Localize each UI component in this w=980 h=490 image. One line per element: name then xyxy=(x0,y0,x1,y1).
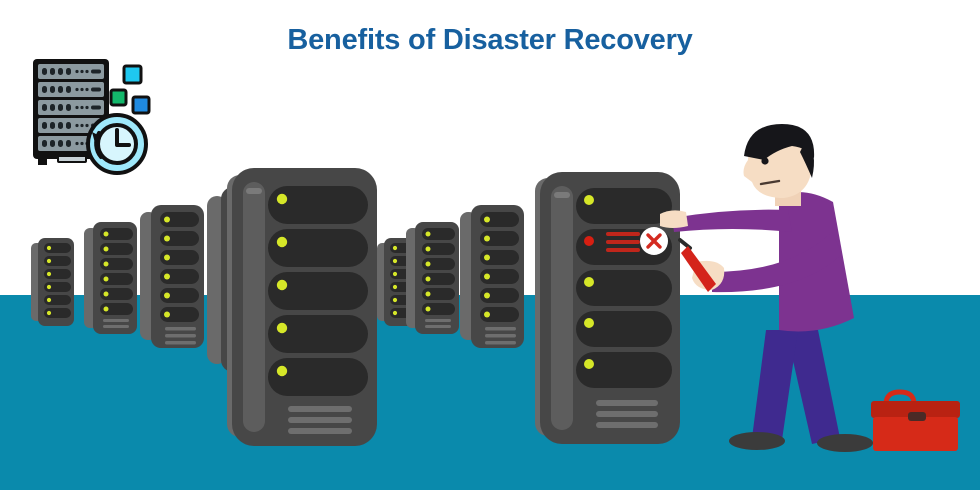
toolbox-handle xyxy=(883,389,917,405)
cyan-square xyxy=(122,64,143,85)
rack-5-vents xyxy=(288,406,352,434)
technician-leg-back xyxy=(786,330,840,444)
restore-clock-icon xyxy=(86,113,148,175)
technician-shoe-front xyxy=(729,432,785,450)
rack-8 xyxy=(460,205,524,348)
rack-2 xyxy=(84,222,137,334)
rack-1-leds xyxy=(46,245,52,316)
rack-8-leds xyxy=(484,216,490,318)
toolbox-lid xyxy=(871,401,960,418)
screwdriver-handle xyxy=(681,246,716,292)
technician-hand-upper xyxy=(660,210,688,228)
toolbox-latch xyxy=(908,412,926,421)
toolbox-body xyxy=(873,417,958,451)
rack-7-vents xyxy=(425,319,451,328)
green-square xyxy=(109,88,128,107)
rack-1 xyxy=(31,238,74,326)
technician-mouth xyxy=(759,179,781,186)
rack-7-leds xyxy=(425,231,431,312)
rack-7 xyxy=(406,222,459,334)
backup-rack-base-plate xyxy=(57,155,87,163)
error-badge xyxy=(640,227,668,255)
rack-9-fault-led xyxy=(584,236,594,246)
rack-9-side-panel xyxy=(551,186,573,430)
rack-2-vents xyxy=(103,319,129,328)
rack-5 xyxy=(227,168,377,446)
rack-9-handle xyxy=(554,192,570,198)
page-title: Benefits of Disaster Recovery xyxy=(287,24,693,56)
technician-arm-upper xyxy=(672,209,792,232)
rack-3 xyxy=(140,205,204,348)
rack-8-vents xyxy=(485,327,516,345)
rack-5-side-panel xyxy=(243,182,265,432)
technician-hair xyxy=(744,124,815,160)
tool-box xyxy=(871,389,960,451)
technician-leg-front xyxy=(752,330,798,440)
error-cross-icon xyxy=(646,233,662,249)
technician-arm-lower xyxy=(712,232,842,293)
rack-5-leds xyxy=(276,193,288,377)
rack-3-vents xyxy=(165,327,196,345)
rack-9 xyxy=(535,172,680,444)
rack-9-fault-bars xyxy=(606,232,640,252)
rack-3-leds xyxy=(164,216,170,318)
blue-square xyxy=(131,95,151,115)
rack-9-vents xyxy=(596,400,658,428)
technician-eye xyxy=(761,157,769,165)
technician-shoe-back xyxy=(817,434,873,452)
technician-figure xyxy=(660,124,873,452)
server-backup-clock-icon xyxy=(33,59,151,175)
backup-rack-foot-left xyxy=(38,159,47,165)
backup-rack-slots xyxy=(42,68,101,147)
rack-6-leds xyxy=(392,245,398,316)
technician-sideburn xyxy=(800,140,814,178)
rack-5-handle xyxy=(246,188,262,194)
rack-9-leds xyxy=(584,195,594,369)
screwdriver xyxy=(678,238,716,292)
rack-2-leds xyxy=(103,231,109,312)
